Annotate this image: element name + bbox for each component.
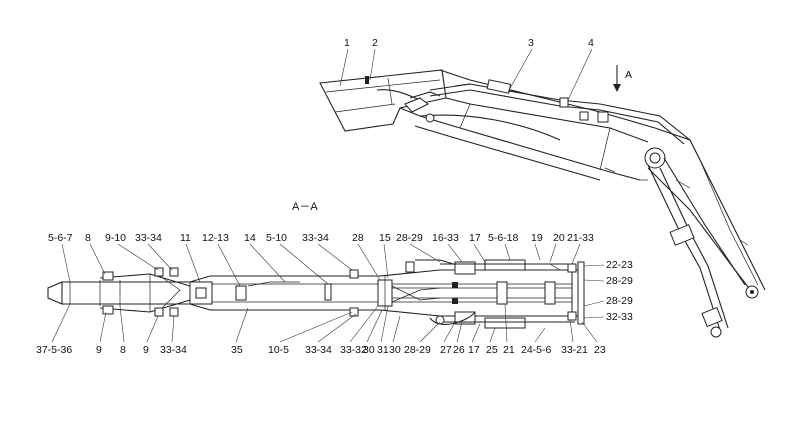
callout-21: 21 — [503, 344, 515, 356]
callout-8-top: 8 — [85, 232, 91, 244]
callout-22-23: 22-23 — [606, 259, 633, 271]
callout-5-6-18: 5-6-18 — [488, 232, 519, 244]
boom-assembly — [319, 65, 766, 338]
callout-4: 4 — [588, 37, 594, 49]
callout-12-13: 12-13 — [202, 232, 229, 244]
callout-30-b: 30 — [389, 344, 401, 356]
callout-10-5: 10-5 — [268, 344, 289, 356]
callout-15: 15 — [379, 232, 391, 244]
callout-9-b1: 9 — [96, 344, 102, 356]
callout-28: 28 — [352, 232, 364, 244]
callout-35: 35 — [231, 344, 243, 356]
callout-14: 14 — [244, 232, 256, 244]
callout-30-a: 30 — [363, 344, 375, 356]
section-label: A－A — [292, 201, 318, 213]
top-callouts: 1 2 3 4 — [339, 37, 594, 101]
callout-25: 25 — [486, 344, 498, 356]
callout-31: 31 — [377, 344, 389, 356]
section-right-callouts: 22-23 28-29 28-29 32-33 — [583, 259, 633, 323]
callout-27: 27 — [440, 344, 452, 356]
view-arrow-label: A — [625, 69, 632, 81]
section-view — [47, 259, 585, 329]
callout-17-bottom: 17 — [468, 344, 480, 356]
callout-33-34-a: 33-34 — [135, 232, 162, 244]
callout-1: 1 — [344, 37, 350, 49]
callout-2: 2 — [372, 37, 378, 49]
callout-33-34-c: 33-34 — [160, 344, 187, 356]
callout-33-34-b: 33-34 — [302, 232, 329, 244]
callout-28-29-bottom: 28-29 — [404, 344, 431, 356]
callout-23: 23 — [594, 344, 606, 356]
callout-33-21: 33-21 — [561, 344, 588, 356]
callout-19: 19 — [531, 232, 543, 244]
callout-37-5-36: 37-5-36 — [36, 344, 72, 356]
callout-11: 11 — [180, 232, 191, 244]
callout-8-bottom: 8 — [120, 344, 126, 356]
section-top-callouts: 5-6-7 8 9-10 33-34 11 12-13 14 5-10 33-3… — [48, 232, 594, 287]
callout-5-6-7: 5-6-7 — [48, 232, 73, 244]
section-bottom-callouts: 37-5-36 9 8 9 33-34 35 10-5 33-34 33-32 … — [36, 303, 606, 356]
callout-33-34-d: 33-34 — [305, 344, 332, 356]
callout-28-29-r1: 28-29 — [606, 275, 633, 287]
callout-21-33: 21-33 — [567, 232, 594, 244]
callout-17-top: 17 — [469, 232, 481, 244]
callout-5-10: 5-10 — [266, 232, 287, 244]
callout-32-33: 32-33 — [606, 311, 633, 323]
callout-24-5-6: 24-5-6 — [521, 344, 552, 356]
callout-33-32: 33-32 — [340, 344, 367, 356]
callout-3: 3 — [528, 37, 534, 49]
callout-16-33: 16-33 — [432, 232, 459, 244]
callout-9-10: 9-10 — [105, 232, 126, 244]
callout-20: 20 — [553, 232, 565, 244]
callout-9-b2: 9 — [143, 344, 149, 356]
callout-28-29-r2: 28-29 — [606, 295, 633, 307]
callout-26: 26 — [453, 344, 465, 356]
callout-28-29-top: 28-29 — [396, 232, 423, 244]
